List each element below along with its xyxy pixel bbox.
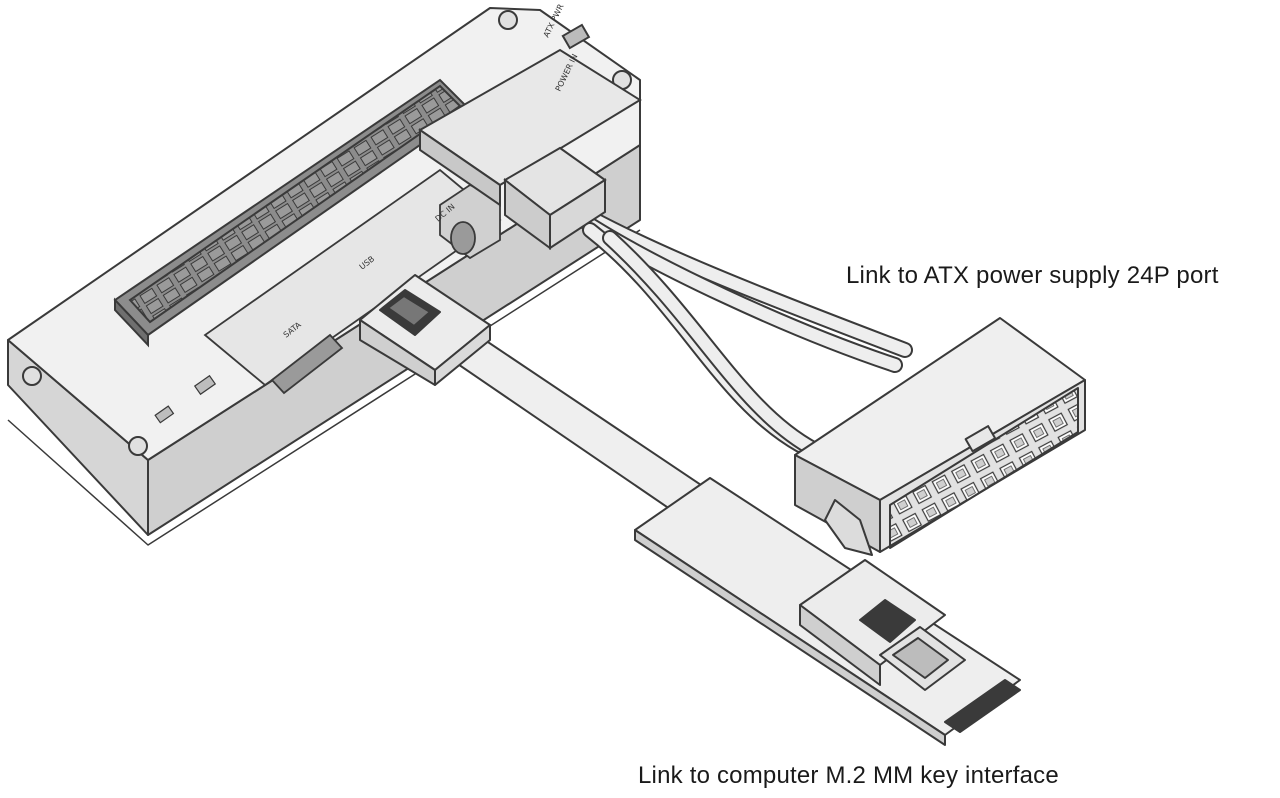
sata-port <box>270 333 344 395</box>
atx-pin-grid <box>889 387 1079 549</box>
atx-callout: Link to ATX power supply 24P port <box>846 262 1219 289</box>
pcie-slot <box>113 78 472 348</box>
jumpers <box>154 374 217 424</box>
mount-hole <box>128 436 148 456</box>
m2-card <box>634 477 1021 746</box>
m2-callout: Link to computer M.2 MM key interface <box>638 762 1059 789</box>
atx-latch <box>824 499 873 556</box>
atx-24p-connector <box>794 317 1086 556</box>
mount-hole <box>22 366 42 386</box>
power-plug <box>503 146 607 250</box>
atx-tab <box>964 425 997 453</box>
power-cable <box>552 192 913 458</box>
dc-jack: DC IN <box>434 183 501 260</box>
m2-gold-fingers <box>944 679 1021 733</box>
dock-cable-head <box>359 274 491 386</box>
switch <box>561 23 591 50</box>
mount-hole <box>498 10 518 30</box>
